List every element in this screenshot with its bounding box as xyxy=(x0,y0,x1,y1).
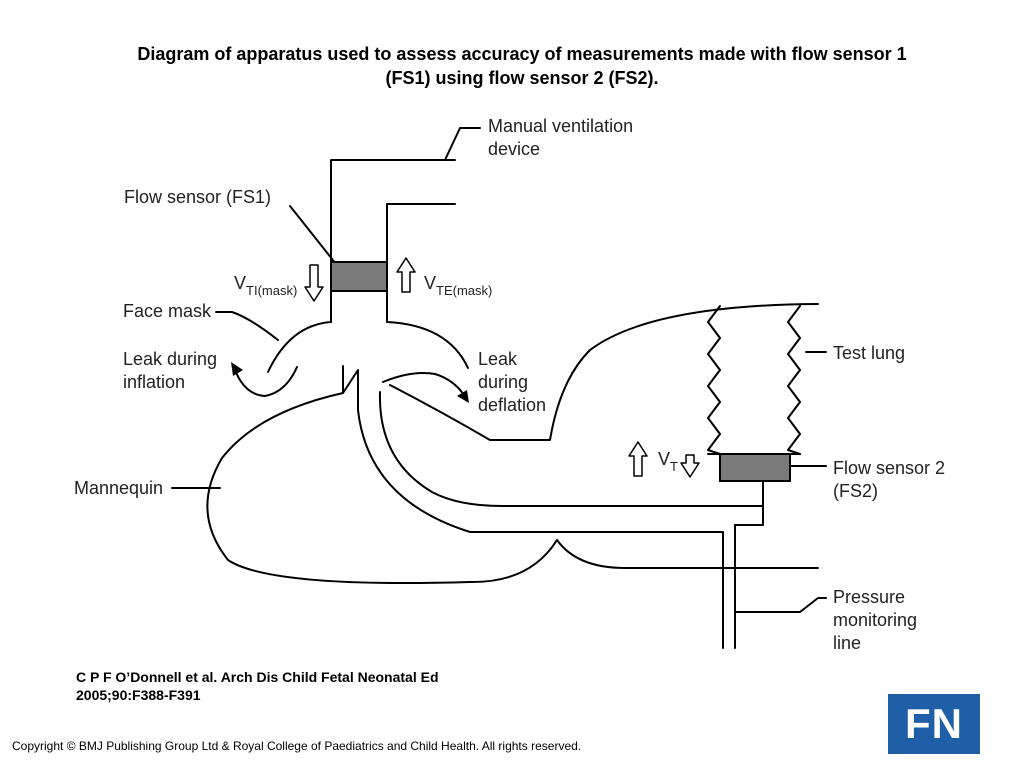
label-leak-inflation-2: inflation xyxy=(123,372,185,392)
label-leak-inflation-1: Leak during xyxy=(123,349,217,369)
label-leak-deflation-2: during xyxy=(478,372,528,392)
diagram-title: Diagram of apparatus used to assess accu… xyxy=(60,42,984,90)
flow-sensor-fs2 xyxy=(719,453,791,482)
face-mask-right xyxy=(386,321,469,369)
label-mannequin: Mannequin xyxy=(74,478,163,498)
tube-inner-right xyxy=(386,203,456,323)
label-vti: VTI(mask) xyxy=(234,273,297,298)
citation-line-2: 2005;90:F388-F391 xyxy=(76,687,201,703)
leak-deflation-arrow xyxy=(382,372,467,399)
vt-arrow-up xyxy=(628,441,648,477)
leader-fs1 xyxy=(289,205,337,265)
fn-journal-logo: FN xyxy=(888,694,980,754)
label-manual-ventilation-device: device xyxy=(488,139,540,159)
test-lung-bellows-left xyxy=(707,305,721,455)
label-vti-main: V xyxy=(234,273,246,293)
label-face-mask: Face mask xyxy=(123,301,212,321)
label-vti-sub: TI(mask) xyxy=(246,283,297,298)
label-vt-main: V xyxy=(658,449,670,469)
leak-inflation-arrow xyxy=(234,366,298,397)
label-pressure-line: line xyxy=(833,633,861,653)
leak-deflation-arrowhead xyxy=(457,390,469,403)
copyright-notice: Copyright © BMJ Publishing Group Ltd & R… xyxy=(12,739,582,753)
vt-arrow-down xyxy=(680,454,700,478)
label-vte: VTE(mask) xyxy=(424,273,492,298)
mannequin-mouth xyxy=(342,369,724,649)
citation: C P F O’Donnell et al. Arch Dis Child Fe… xyxy=(76,668,439,704)
label-pressure-monitoring: monitoring xyxy=(833,610,917,630)
vte-arrow-up xyxy=(396,257,416,293)
airway-right-wall xyxy=(734,505,764,526)
label-leak-deflation-1: Leak xyxy=(478,349,518,369)
test-lung-bellows-right xyxy=(787,305,801,455)
label-leak-deflation-3: deflation xyxy=(478,395,546,415)
leak-inflation-arrowhead xyxy=(231,362,243,376)
title-line-2: (FS1) using flow sensor 2 (FS2). xyxy=(385,68,659,88)
label-vte-main: V xyxy=(424,273,436,293)
label-pressure: Pressure xyxy=(833,587,905,607)
label-test-lung: Test lung xyxy=(833,343,905,363)
mannequin-head xyxy=(206,365,819,585)
title-line-1: Diagram of apparatus used to assess accu… xyxy=(137,44,907,64)
label-manual-ventilation: Manual ventilation xyxy=(488,116,633,136)
face-mask-left xyxy=(267,321,332,373)
label-flow-sensor-2: Flow sensor 2 xyxy=(833,458,945,478)
vti-arrow-down xyxy=(304,264,324,302)
mannequin-airway xyxy=(378,391,764,507)
label-vt: VT xyxy=(658,449,678,474)
flow-sensor-fs1 xyxy=(330,261,388,292)
label-flow-sensor-fs1: Flow sensor (FS1) xyxy=(124,187,271,207)
label-vte-sub: TE(mask) xyxy=(436,283,492,298)
leader-face-mask xyxy=(215,311,279,341)
label-fs2: (FS2) xyxy=(833,481,878,501)
label-vt-sub: T xyxy=(670,459,678,474)
leader-ventilation xyxy=(444,127,481,161)
citation-line-1: C P F O’Donnell et al. Arch Dis Child Fe… xyxy=(76,669,439,685)
leader-pressure xyxy=(734,597,827,613)
test-lung-dome xyxy=(389,303,819,441)
